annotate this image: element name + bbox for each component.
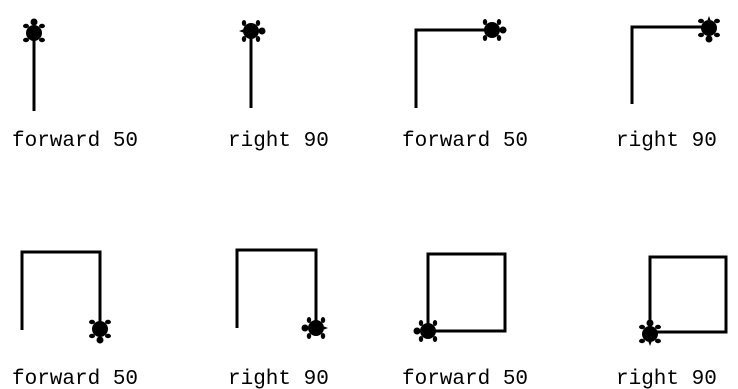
step-3-trail <box>416 30 492 108</box>
step-3-turtle-icon <box>480 19 507 41</box>
step-8-turtle-icon <box>639 320 661 347</box>
step-1-panel: forward 50 <box>12 19 138 154</box>
step-4-trail <box>632 27 709 104</box>
step-8-trail <box>650 257 726 332</box>
step-8-caption: right 90 <box>616 368 717 389</box>
step-2-panel: right 90 <box>228 20 329 153</box>
step-1-turtle-icon <box>23 19 45 46</box>
step-2-turtle-icon <box>239 20 266 42</box>
step-6-trail <box>237 250 316 328</box>
step-7-caption: forward 50 <box>402 368 528 389</box>
step-6-panel: right 90 <box>228 250 329 389</box>
step-1-caption: forward 50 <box>12 130 138 153</box>
step-5-caption: forward 50 <box>12 368 138 389</box>
step-7-turtle-icon <box>414 320 441 342</box>
step-3-caption: forward 50 <box>402 130 528 153</box>
step-7-trail <box>428 254 505 331</box>
step-2-caption: right 90 <box>228 130 329 153</box>
step-6-turtle-icon <box>302 317 329 339</box>
step-4-panel: right 90 <box>616 16 720 153</box>
step-6-caption: right 90 <box>228 368 329 389</box>
step-5-turtle-icon <box>89 317 111 344</box>
step-4-turtle-icon <box>698 16 720 43</box>
step-3-panel: forward 50 <box>402 19 528 153</box>
step-8-panel: right 90 <box>616 257 726 389</box>
step-5-panel: forward 50 <box>12 252 138 389</box>
step-7-panel: forward 50 <box>402 254 528 389</box>
step-5-trail <box>22 252 100 330</box>
step-4-caption: right 90 <box>616 130 717 153</box>
